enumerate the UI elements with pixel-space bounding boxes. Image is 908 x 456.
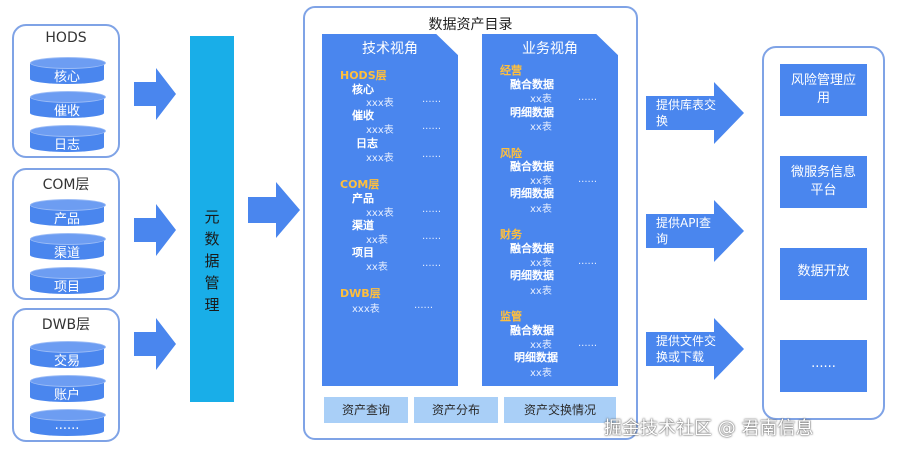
tech-channel: 渠道 <box>352 219 374 232</box>
file-exchange-label: 提供文件交换或下载 <box>656 334 717 364</box>
tech-dots: ...... <box>422 231 442 242</box>
biz-view-panel: 业务视角 <box>482 34 618 386</box>
tech-dots: ...... <box>422 204 442 215</box>
biz-table: xx表 <box>530 94 552 105</box>
asset-query-button[interactable]: 资产查询 <box>324 397 408 423</box>
api-query-label: 提供API查询 <box>656 216 711 246</box>
biz-dots: ...... <box>578 338 598 349</box>
biz-table: xx表 <box>530 368 552 379</box>
tech-project: 项目 <box>352 246 374 259</box>
com-group-title: COM层 <box>42 177 90 193</box>
library-exchange-label: 提供库表交换 <box>656 98 717 128</box>
tech-log: 日志 <box>356 137 378 150</box>
tech-table: xxx表 <box>366 153 394 164</box>
biz-dots: ...... <box>578 92 598 103</box>
biz-table: xx表 <box>530 176 552 187</box>
data-open: 数据开放 <box>780 248 867 300</box>
tech-dots: ...... <box>422 258 442 269</box>
biz-detail: 明细数据 <box>514 351 558 364</box>
biz-ops: 经营 <box>500 64 522 77</box>
source-log: 日志 <box>30 125 106 153</box>
tech-table: xxx表 <box>366 208 394 219</box>
watermark: 掘金技术社区 @ 君南信息 <box>604 418 814 439</box>
source-channel: 渠道 <box>30 233 106 261</box>
tech-hods-label: HODS层 <box>340 69 387 82</box>
arrow-dwb <box>134 318 176 370</box>
arrow-file-exchange <box>646 318 744 380</box>
tech-dots: ...... <box>414 300 434 311</box>
arrow-library-exchange <box>646 82 744 144</box>
tech-table: xx表 <box>366 262 388 273</box>
arrow-hods <box>134 68 176 120</box>
catalog-title: 数据资产目录 <box>428 17 513 33</box>
hods-group-title: HODS <box>45 30 87 46</box>
arrow-com <box>134 204 176 256</box>
tech-dots: ...... <box>422 94 442 105</box>
tech-dwb-label: DWB层 <box>340 287 381 300</box>
source-collect: 催收 <box>30 91 106 119</box>
tech-table: xxx表 <box>352 304 380 315</box>
source-trade: 交易 <box>30 341 106 369</box>
biz-fusion: 融合数据 <box>510 160 554 173</box>
biz-table: xx表 <box>530 204 552 215</box>
tech-view-panel: 技术视角 <box>322 34 458 386</box>
biz-detail: 明细数据 <box>510 269 554 282</box>
tech-table: xx表 <box>366 235 388 246</box>
biz-risk: 风险 <box>500 147 522 160</box>
biz-table: xx表 <box>530 258 552 269</box>
arrow-api-query <box>646 200 744 262</box>
tech-dots: ...... <box>422 149 442 160</box>
arrow-to-catalog <box>248 182 300 238</box>
tech-view-title: 技术视角 <box>362 41 418 57</box>
tech-collect: 催收 <box>352 109 374 122</box>
metadata-label: 元数据管理 <box>204 208 220 314</box>
dwb-group-title: DWB层 <box>41 317 91 333</box>
biz-table: xx表 <box>530 122 552 133</box>
tech-product: 产品 <box>352 192 374 205</box>
biz-fusion: 融合数据 <box>510 242 554 255</box>
risk-management-app: 风险管理应用 <box>780 64 867 116</box>
tech-dots: ...... <box>422 121 442 132</box>
biz-table: xx表 <box>530 340 552 351</box>
biz-view-title: 业务视角 <box>522 41 578 57</box>
source-core: 核心 <box>30 57 106 85</box>
biz-supervision: 监管 <box>500 310 522 323</box>
biz-detail: 明细数据 <box>510 187 554 200</box>
biz-fusion: 融合数据 <box>510 324 554 337</box>
source-more: ...... <box>30 409 106 436</box>
tech-core: 核心 <box>352 83 374 96</box>
biz-dots: ...... <box>578 174 598 185</box>
biz-detail: 明细数据 <box>510 106 554 119</box>
microservice-platform: 微服务信息平台 <box>780 156 867 208</box>
source-product: 产品 <box>30 199 106 227</box>
biz-finance: 财务 <box>500 228 522 241</box>
asset-exchange-button[interactable]: 资产交换情况 <box>504 397 616 423</box>
tech-table: xxx表 <box>366 125 394 136</box>
biz-fusion: 融合数据 <box>510 78 554 91</box>
source-account: 账户 <box>30 375 106 403</box>
biz-dots: ...... <box>578 256 598 267</box>
source-project: 项目 <box>30 267 106 295</box>
asset-distribution-button[interactable]: 资产分布 <box>414 397 498 423</box>
tech-table: xxx表 <box>366 98 394 109</box>
tech-com-label: COM层 <box>340 178 380 191</box>
biz-table: xx表 <box>530 286 552 297</box>
more-apps: ...... <box>780 340 867 392</box>
metadata-management: 元数据管理 <box>190 36 234 402</box>
